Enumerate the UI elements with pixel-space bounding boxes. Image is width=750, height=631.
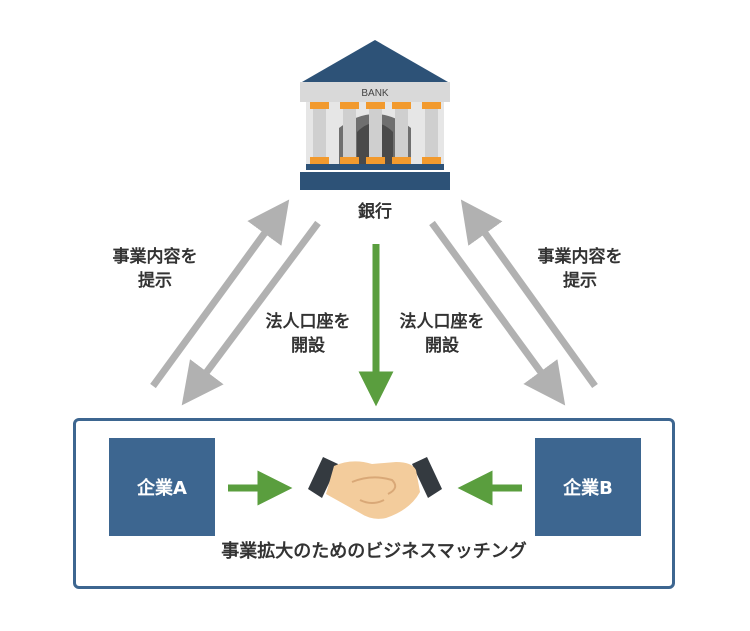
bank-label: 銀行 [358, 202, 392, 222]
right-process-label: 事業内容を 提示 [525, 245, 635, 293]
left-process-label: 事業内容を 提示 [100, 245, 210, 293]
arrow-left-down [181, 220, 321, 406]
arrow-left-up [150, 199, 290, 389]
bank-sign: BANK [361, 88, 389, 99]
company-a-box: 企業A [109, 438, 215, 536]
handshake-icon [308, 457, 442, 519]
center-left-line1: 法人口座を [265, 312, 351, 332]
matching-caption: 事業拡大のためのビジネスマッチング [221, 541, 527, 562]
center-left-label: 法人口座を 開設 [253, 310, 363, 358]
company-b-box: 企業B [535, 438, 641, 536]
right-process-line1: 事業内容を [537, 247, 623, 267]
center-right-label: 法人口座を 開設 [387, 310, 497, 358]
right-process-line2: 提示 [563, 271, 597, 291]
center-right-line2: 開設 [425, 336, 459, 356]
bank-icon: BANK [300, 40, 450, 190]
arrow-right-down [429, 220, 566, 406]
left-process-line1: 事業内容を [112, 247, 198, 267]
center-left-line2: 開設 [291, 336, 325, 356]
left-process-line2: 提示 [138, 271, 172, 291]
arrow-right-up [460, 199, 598, 389]
center-right-line1: 法人口座を [399, 312, 485, 332]
matching-frame [73, 418, 675, 589]
